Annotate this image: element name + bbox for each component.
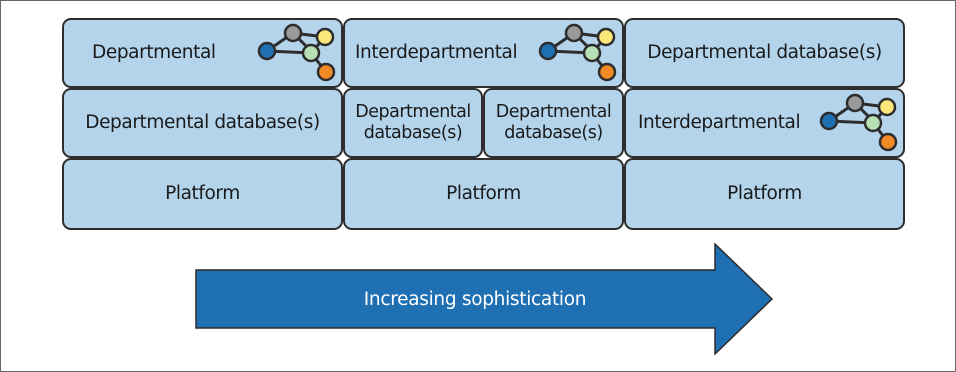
box-label: Platform (446, 183, 521, 205)
box-platform-3: Platform (624, 158, 905, 230)
box-departmental-databases-mid: Departmental database(s) (62, 88, 343, 158)
box-label: Departmental database(s) (495, 102, 612, 143)
network-graph-icon (819, 93, 898, 152)
box-label: Platform (727, 183, 802, 205)
box-label: Interdepartmental (355, 42, 518, 64)
box-label: Interdepartmental (638, 112, 801, 134)
box-departmental-databases-top: Departmental database(s) (624, 18, 905, 88)
box-platform-2: Platform (343, 158, 624, 230)
arrow-label: Increasing sophistication (363, 288, 587, 310)
network-graph-icon (538, 23, 617, 82)
box-departmental-databases-a: Departmental database(s) (343, 88, 483, 158)
box-label: Platform (165, 183, 240, 205)
box-label: Departmental database(s) (85, 112, 320, 134)
box-platform-1: Platform (62, 158, 343, 230)
network-graph-icon (257, 23, 336, 82)
box-label: Departmental (92, 42, 216, 64)
box-label: Departmental database(s) (355, 102, 471, 143)
arrow-shape (195, 242, 774, 356)
box-departmental-databases-b: Departmental database(s) (483, 88, 624, 158)
box-label: Departmental database(s) (647, 42, 882, 64)
sophistication-arrow: Increasing sophistication (195, 242, 775, 356)
